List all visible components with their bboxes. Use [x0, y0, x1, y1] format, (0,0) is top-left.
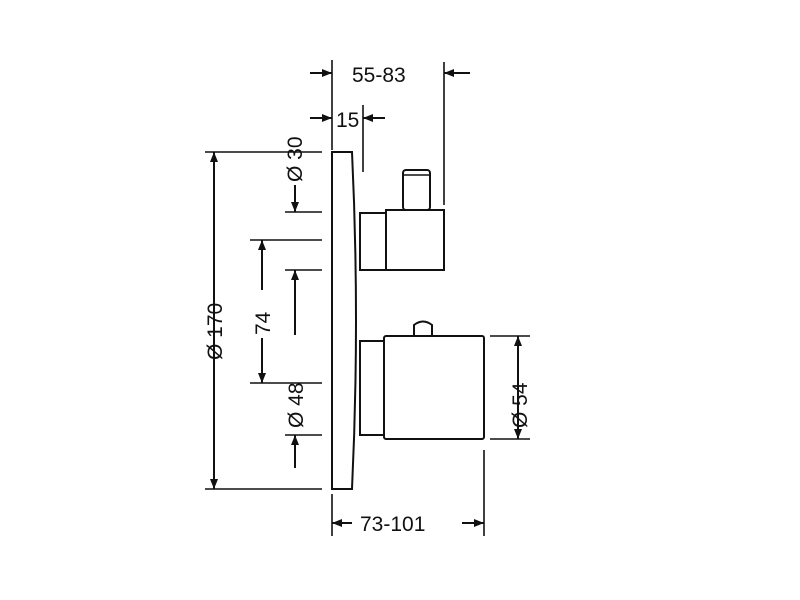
- diverter-body-neck: [359, 212, 387, 271]
- label-dia-48: Ø 48: [285, 382, 308, 428]
- diverter-body: [385, 209, 445, 271]
- product-outline: [331, 151, 485, 490]
- label-dia-170: Ø 170: [204, 303, 227, 360]
- diverter-lever: [402, 169, 431, 211]
- dimension-labels: 55-83 15 Ø 30 Ø 170 74 Ø 48 Ø 54 73-101: [204, 64, 532, 536]
- label-74: 74: [252, 311, 275, 335]
- label-15: 15: [336, 109, 359, 132]
- label-dia-54: Ø 54: [509, 382, 532, 428]
- thermostat-knob: [413, 320, 433, 336]
- label-55-83: 55-83: [352, 64, 406, 87]
- extension-lines: [205, 60, 530, 536]
- dimension-lines: [210, 69, 522, 527]
- wall-plate: [331, 151, 357, 490]
- label-73-101: 73-101: [360, 513, 425, 536]
- label-dia-30: Ø 30: [284, 136, 307, 182]
- thermostat-handle: [383, 335, 485, 440]
- thermostat-neck: [359, 340, 385, 436]
